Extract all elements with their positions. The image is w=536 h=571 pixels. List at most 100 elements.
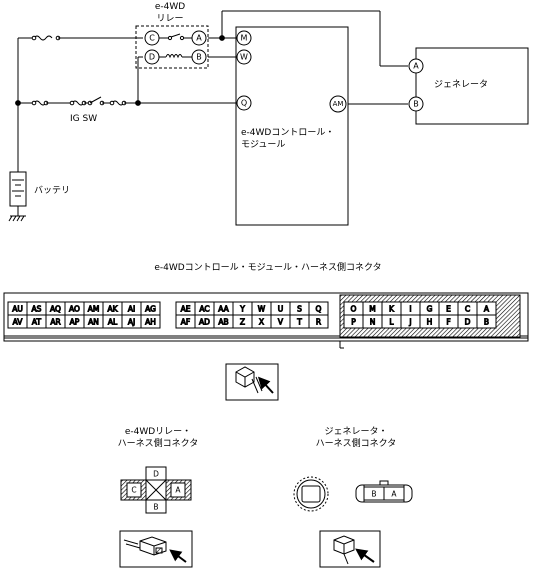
battery-icon xyxy=(9,171,27,207)
pin-label: D xyxy=(465,318,471,327)
main-connector-title: e-4WDコントロール・モジュール・ハーネス側コネクタ xyxy=(154,261,381,273)
pin-label: S xyxy=(297,305,302,314)
generator-terminal-a-label: A xyxy=(413,62,419,71)
pin-label: V xyxy=(278,318,284,327)
pin-label: P xyxy=(351,318,356,327)
control-module: M W Q AM e-4WDコントロール・ モジュール xyxy=(235,26,349,226)
pin-label: N xyxy=(370,318,376,327)
pin-label: C xyxy=(465,305,470,314)
ig-switch-icon xyxy=(89,96,102,104)
pin-label: AL xyxy=(108,318,118,327)
generator-name: ジェネレータ xyxy=(434,79,488,90)
pin-label: Z xyxy=(240,318,245,327)
relay-title: e-4WD xyxy=(155,2,185,12)
pin-cell xyxy=(140,314,161,329)
connector-view-icon xyxy=(225,363,279,401)
relay-terminal-c-label: C xyxy=(149,34,155,43)
generator-pin-a: A xyxy=(391,490,397,499)
generator: A B ジェネレータ xyxy=(408,47,529,125)
generator-terminal-a xyxy=(408,58,424,74)
pin-label: AA xyxy=(218,305,229,314)
pin-label: AJ xyxy=(128,318,135,327)
relay-connector-title-2: ハーネス側コネクタ xyxy=(118,437,199,449)
module-terminal-am-label: AM xyxy=(333,100,344,108)
relay-connector-title-1: e-4WDリレー・ xyxy=(125,427,191,437)
generator-connector-title-1: ジェネレータ・ xyxy=(324,426,387,437)
relay-pin-d: D xyxy=(153,470,159,479)
battery-label: バッテリ xyxy=(34,185,70,196)
pin-label: AT xyxy=(32,318,42,327)
pin-label: AQ xyxy=(50,305,61,314)
relay-subtitle: リレー xyxy=(156,14,183,24)
generator-connector-view-icon xyxy=(319,530,381,568)
pin-label: AP xyxy=(70,318,80,327)
pin-label: AI xyxy=(128,305,135,314)
relay-terminal-b-label: B xyxy=(196,53,202,62)
ig-switch-label: IG SW xyxy=(70,114,97,124)
pin-label: AF xyxy=(181,318,190,327)
pin-label: A xyxy=(484,305,490,314)
generator-terminal-b xyxy=(408,96,424,112)
fuse-icon xyxy=(33,35,53,41)
pin-label: U xyxy=(278,305,284,314)
circuit xyxy=(8,10,408,222)
pin-label: R xyxy=(316,318,321,327)
pin-label: J xyxy=(408,318,411,327)
pin-label: B xyxy=(484,318,489,327)
fuse-icon xyxy=(111,100,125,106)
pin-label: AD xyxy=(199,318,210,327)
fuse-icon xyxy=(71,100,85,106)
pin-label: G xyxy=(427,305,433,314)
pin-label: I xyxy=(409,305,411,314)
module-name-line1: e-4WDコントロール・ xyxy=(241,128,334,138)
generator-connector xyxy=(355,480,413,503)
pin-label: L xyxy=(389,318,394,327)
pin-label: AN xyxy=(88,318,99,327)
pin-label: AV xyxy=(13,318,24,327)
relay-contact-icon xyxy=(159,33,192,41)
ground-icon xyxy=(8,215,26,222)
pin-label: AO xyxy=(69,305,80,314)
pin-label: Y xyxy=(239,305,245,314)
pin-label: AS xyxy=(32,305,42,314)
relay-pin-c: C xyxy=(131,486,136,495)
pin-label: K xyxy=(389,305,395,314)
pin-label: AM xyxy=(88,305,100,314)
relay-connector xyxy=(120,466,192,514)
pin-label: M xyxy=(369,305,375,314)
pin-label: F xyxy=(446,318,450,327)
module-terminal-q-label: Q xyxy=(241,99,247,108)
pin-label: AC xyxy=(199,305,209,314)
pin-label: AB xyxy=(218,318,228,327)
relay-coil-icon xyxy=(159,54,192,59)
pin-label: AU xyxy=(12,305,23,314)
pin-cell xyxy=(476,314,497,329)
module-terminal-am xyxy=(329,95,347,113)
generator-connector-title-2: ハーネス側コネクタ xyxy=(316,437,397,449)
pin-label: H xyxy=(427,318,433,327)
pin-label: Q xyxy=(316,305,322,314)
relay-terminal-d-label: D xyxy=(149,53,155,62)
junction-dot xyxy=(15,100,21,106)
pin-label: X xyxy=(259,318,264,327)
generator-connector-front-icon xyxy=(293,476,329,512)
pin-label: T xyxy=(296,318,302,327)
module-terminal-q xyxy=(236,95,252,111)
generator-terminal-b-label: B xyxy=(413,100,419,109)
relay-connector-view-icon xyxy=(119,530,193,568)
pin-label: AH xyxy=(145,318,156,327)
pin-label: E xyxy=(446,305,451,314)
relay: e-4WD リレー C A D B xyxy=(135,2,209,69)
pin-label: AR xyxy=(50,318,60,327)
relay-pin-a: A xyxy=(175,486,181,495)
pin-label: AE xyxy=(181,305,191,314)
module-terminal-w-label: W xyxy=(240,53,248,62)
module-terminal-w xyxy=(236,49,252,65)
module-terminal-m xyxy=(236,30,252,46)
